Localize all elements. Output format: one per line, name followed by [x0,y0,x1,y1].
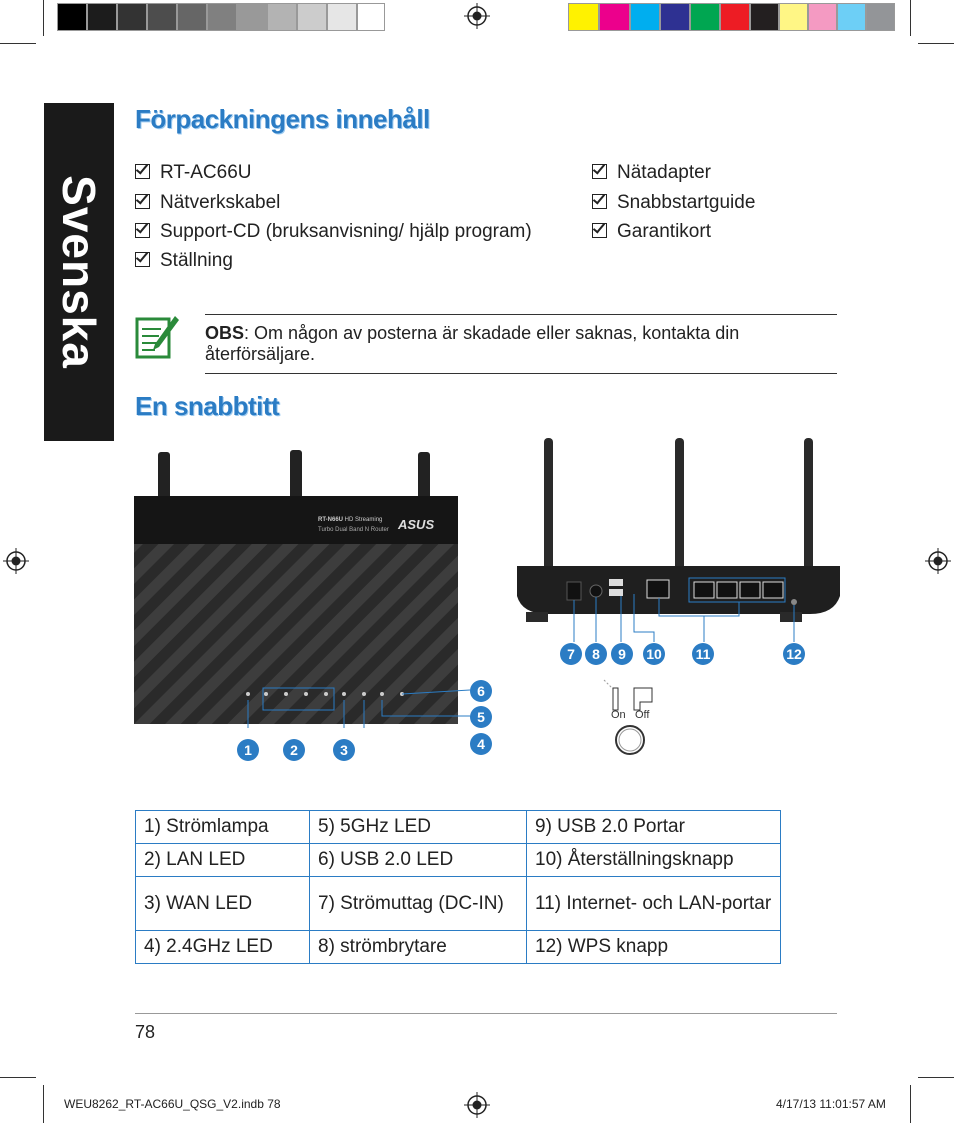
router-model-label: RT-N66U HD Streaming [318,517,383,523]
table-cell: 6) USB 2.0 LED [309,843,527,877]
switch-off-label: Off [635,709,650,721]
checkbox-checked-icon [592,194,607,209]
power-switch-detail-icon [603,679,653,755]
table-row: 4) 2.4GHz LED 8) strömbrytare 12) WPS kn… [135,930,781,964]
table-row: 2) LAN LED 6) USB 2.0 LED 10) Återställn… [135,843,781,877]
checkbox-checked-icon [135,164,150,179]
table-row: 1) Strömlampa 5) 5GHz LED 9) USB 2.0 Por… [135,810,781,844]
checkbox-checked-icon [592,223,607,238]
callout-9: 9 [611,643,633,665]
table-cell: 8) strömbrytare [309,930,527,964]
asus-logo: ASUS [398,517,435,532]
table-cell: 3) WAN LED [135,876,310,931]
checkbox-checked-icon [135,252,150,267]
footer-rule [135,1013,837,1014]
checklist-item: Garantikort [592,221,711,243]
checkbox-checked-icon [135,223,150,238]
callout-3: 3 [333,739,355,761]
callout-11: 11 [692,643,714,665]
language-side-tab: Svenska [44,103,114,441]
parts-table: 1) Strömlampa 5) 5GHz LED 9) USB 2.0 Por… [135,810,781,964]
router-front-illustration [134,450,470,728]
callout-8: 8 [585,643,607,665]
table-cell: 2) LAN LED [135,843,310,877]
checklist-item: Snabbstartguide [592,192,755,214]
checklist-item: RT-AC66U [135,162,252,184]
note-bottom-rule [205,373,837,374]
section-title-quick-look: En snabbtitt [135,391,280,421]
callout-4: 4 [470,733,492,755]
print-file-info: WEU8262_RT-AC66U_QSG_V2.indb 78 [64,1097,281,1111]
note-text: OBS: Om någon av posterna är skadade ell… [205,323,740,364]
callout-5: 5 [470,706,492,728]
checkbox-checked-icon [135,194,150,209]
page-number: 78 [135,1022,156,1042]
registration-mark-icon [464,1092,490,1118]
section-title-package-contents: Förpackningens innehåll [135,104,430,134]
table-row: 3) WAN LED 7) Strömuttag (DC-IN) 11) Int… [135,876,781,931]
table-cell: 5) 5GHz LED [309,810,527,844]
checklist-item: Ställning [135,250,233,272]
callout-12: 12 [783,643,805,665]
callout-2: 2 [283,739,305,761]
callout-1: 1 [237,739,259,761]
registration-mark-icon [3,548,29,574]
callout-7: 7 [560,643,582,665]
note-pencil-icon [135,316,179,359]
callout-10: 10 [643,643,665,665]
checklist-item: Support-CD (bruksanvisning/ hjälp progra… [135,221,532,243]
table-cell: 10) Återställningsknapp [526,843,781,877]
router-rear-illustration [517,438,840,642]
checklist-item: Nätverkskabel [135,192,280,214]
checkbox-checked-icon [592,164,607,179]
note-top-rule [205,314,837,315]
checklist-item: Nätadapter [592,162,711,184]
language-label: Svenska [53,175,105,369]
print-date-info: 4/17/13 11:01:57 AM [776,1097,886,1111]
table-cell: 7) Strömuttag (DC-IN) [309,876,527,931]
table-cell: 11) Internet- och LAN-portar [526,876,781,931]
router-subtitle: Turbo Dual Band N Router [318,527,389,533]
switch-on-label: On [611,709,626,721]
table-cell: 9) USB 2.0 Portar [526,810,781,844]
registration-mark-icon [464,3,490,29]
registration-mark-icon [925,548,951,574]
table-cell: 4) 2.4GHz LED [135,930,310,964]
table-cell: 12) WPS knapp [526,930,781,964]
table-cell: 1) Strömlampa [135,810,310,844]
callout-6: 6 [470,680,492,702]
